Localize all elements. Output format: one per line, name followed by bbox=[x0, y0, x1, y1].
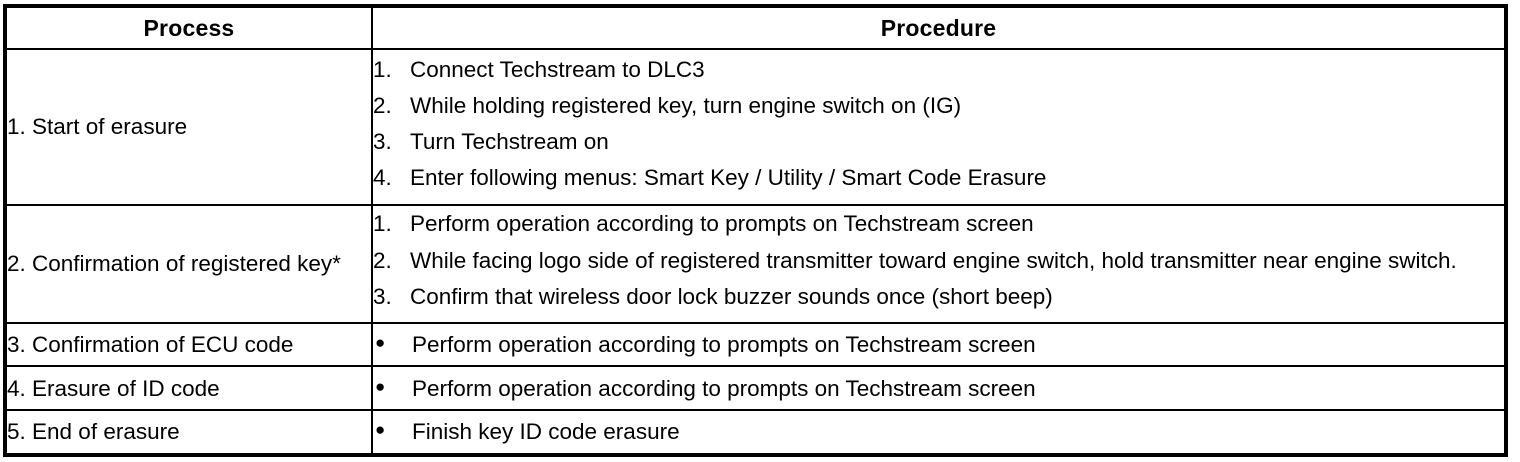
step-list: 1. Connect Techstream to DLC3 2. While h… bbox=[373, 55, 1504, 193]
step-item: 3. Confirm that wireless door lock buzze… bbox=[373, 282, 1504, 311]
step-item: ● Perform operation according to prompts… bbox=[373, 374, 1504, 403]
procedure-steps: 1. Connect Techstream to DLC3 2. While h… bbox=[370, 47, 1508, 207]
table-body: 1. Start of erasure 1. Connect Techstrea… bbox=[4, 47, 1508, 456]
step-list: ● Perform operation according to prompts… bbox=[373, 374, 1504, 403]
step-item: 4. Enter following menus: Smart Key / Ut… bbox=[373, 163, 1504, 192]
step-text: Connect Techstream to DLC3 bbox=[409, 56, 705, 82]
table-header-row: Process Procedure bbox=[4, 5, 1508, 50]
bullet-icon: ● bbox=[374, 420, 386, 440]
process-label: 3. Confirmation of ECU code bbox=[4, 321, 373, 368]
step-list: ● Perform operation according to prompts… bbox=[373, 330, 1504, 359]
step-item: ● Finish key ID code erasure bbox=[373, 417, 1504, 446]
step-number: 2. bbox=[372, 247, 392, 273]
procedure-table-container: Process Procedure 1. Start of erasure 1.… bbox=[3, 4, 1508, 457]
step-text: Finish key ID code erasure bbox=[411, 419, 680, 445]
step-number: 4. bbox=[372, 165, 392, 191]
procedure-steps: ● Perform operation according to prompts… bbox=[370, 365, 1508, 412]
step-item: 2. While facing logo side of registered … bbox=[373, 246, 1504, 275]
smart-code-erasure-procedure-table: Process Procedure 1. Start of erasure 1.… bbox=[3, 4, 1508, 457]
step-list: ● Finish key ID code erasure bbox=[373, 417, 1504, 446]
step-number: 1. bbox=[372, 211, 392, 237]
step-item: 3. Turn Techstream on bbox=[373, 127, 1504, 156]
step-text: Perform operation according to prompts o… bbox=[411, 375, 1036, 401]
column-header-procedure: Procedure bbox=[370, 5, 1508, 50]
table-row: 3. Confirmation of ECU code ● Perform op… bbox=[4, 321, 1508, 368]
step-text: Perform operation according to prompts o… bbox=[409, 211, 1034, 237]
table-row: 1. Start of erasure 1. Connect Techstrea… bbox=[4, 47, 1508, 207]
step-item: 1. Connect Techstream to DLC3 bbox=[373, 55, 1504, 84]
step-text: Turn Techstream on bbox=[409, 129, 609, 155]
procedure-steps: ● Finish key ID code erasure bbox=[370, 409, 1508, 456]
table-row: 4. Erasure of ID code ● Perform operatio… bbox=[4, 365, 1508, 412]
bullet-icon: ● bbox=[374, 376, 386, 396]
table-row: 2. Confirmation of registered key* 1. Pe… bbox=[4, 204, 1508, 324]
step-text: Enter following menus: Smart Key / Utili… bbox=[409, 165, 1047, 191]
step-number: 2. bbox=[372, 92, 392, 118]
step-number: 1. bbox=[372, 56, 392, 82]
step-item: 2. While holding registered key, turn en… bbox=[373, 91, 1504, 120]
process-label: 2. Confirmation of registered key* bbox=[4, 204, 373, 324]
step-text: While holding registered key, turn engin… bbox=[409, 92, 962, 118]
process-label: 1. Start of erasure bbox=[4, 47, 373, 207]
bullet-icon: ● bbox=[374, 332, 386, 352]
table-row: 5. End of erasure ● Finish key ID code e… bbox=[4, 409, 1508, 456]
procedure-steps: 1. Perform operation according to prompt… bbox=[370, 204, 1508, 324]
step-text: Perform operation according to prompts o… bbox=[411, 331, 1036, 357]
table-header: Process Procedure bbox=[4, 5, 1508, 50]
step-item: 1. Perform operation according to prompt… bbox=[373, 209, 1504, 238]
column-header-process: Process bbox=[4, 5, 373, 50]
step-text: While facing logo side of registered tra… bbox=[409, 247, 1457, 273]
process-label: 5. End of erasure bbox=[4, 409, 373, 456]
step-text: Confirm that wireless door lock buzzer s… bbox=[409, 283, 1053, 309]
process-label: 4. Erasure of ID code bbox=[4, 365, 373, 412]
step-number: 3. bbox=[372, 283, 392, 309]
step-number: 3. bbox=[372, 129, 392, 155]
step-list: 1. Perform operation according to prompt… bbox=[373, 209, 1504, 311]
step-item: ● Perform operation according to prompts… bbox=[373, 330, 1504, 359]
procedure-steps: ● Perform operation according to prompts… bbox=[370, 321, 1508, 368]
